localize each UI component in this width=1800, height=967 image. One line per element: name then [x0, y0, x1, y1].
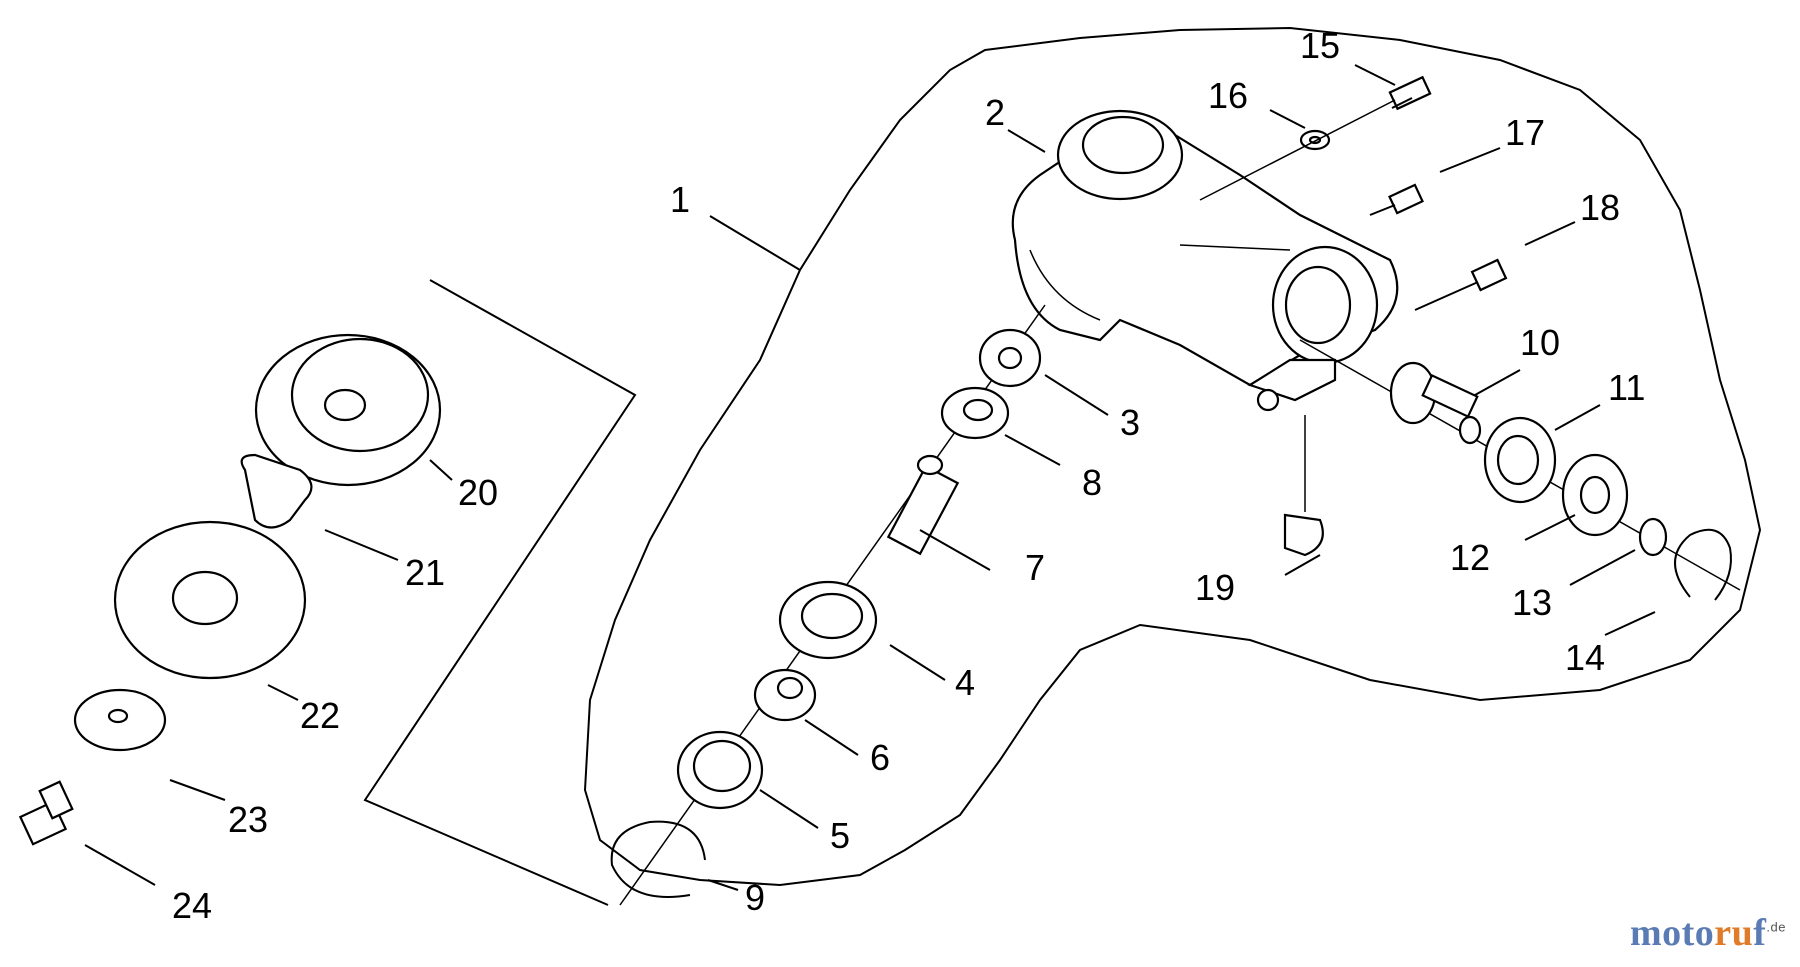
callout-12: 12	[1450, 537, 1490, 578]
callout-4: 4	[955, 662, 975, 703]
callout-3: 3	[1120, 402, 1140, 443]
bolt-17	[1369, 183, 1424, 216]
circlip-14	[1674, 528, 1732, 601]
callout-17: 17	[1505, 112, 1545, 153]
spacer-6	[753, 668, 817, 722]
seal-5	[676, 730, 764, 810]
ring-13	[1638, 517, 1668, 557]
callout-15: 15	[1300, 25, 1340, 66]
assembly-outline	[583, 26, 1762, 887]
callout-8: 8	[1082, 462, 1102, 503]
spindle-7	[886, 454, 960, 556]
callout-20: 20	[458, 472, 498, 513]
washer-23	[73, 688, 167, 752]
plate-19	[1283, 513, 1324, 557]
bearing-4	[778, 580, 878, 660]
leader-lines	[84, 64, 1656, 891]
callout-11: 11	[1608, 367, 1645, 408]
blade-spacer-21	[240, 453, 313, 529]
callout-19: 19	[1195, 567, 1235, 608]
bolt-24	[18, 780, 74, 846]
callout-14: 14	[1565, 637, 1605, 678]
clamp-plate-20	[254, 333, 442, 487]
callout-21: 21	[405, 552, 445, 593]
bearing-12	[1561, 453, 1629, 537]
callout-10: 10	[1520, 322, 1560, 363]
gear-case-housing	[1011, 109, 1399, 412]
callout-18: 18	[1580, 187, 1620, 228]
callout-7: 7	[1025, 547, 1045, 588]
callout-22: 22	[300, 695, 340, 736]
pinion-gear-10	[1389, 361, 1482, 445]
callout-6: 6	[870, 737, 890, 778]
gear-8	[940, 386, 1010, 440]
circlip-9	[610, 820, 706, 898]
bolt-15	[1388, 75, 1432, 111]
callout-9: 9	[745, 877, 765, 918]
callout-5: 5	[830, 815, 850, 856]
callout-2: 2	[985, 92, 1005, 133]
group-bracket	[363, 279, 637, 906]
callout-16: 16	[1208, 75, 1248, 116]
bearing-3	[978, 328, 1042, 388]
callout-23: 23	[228, 799, 268, 840]
bolt-18	[1414, 258, 1508, 311]
brand-watermark: motoruf.de	[1629, 912, 1786, 954]
callout-13: 13	[1512, 582, 1552, 623]
blade-holder-22	[113, 520, 307, 680]
bearing-11	[1483, 416, 1557, 504]
callout-1: 1	[670, 179, 690, 220]
callout-24: 24	[172, 885, 212, 926]
